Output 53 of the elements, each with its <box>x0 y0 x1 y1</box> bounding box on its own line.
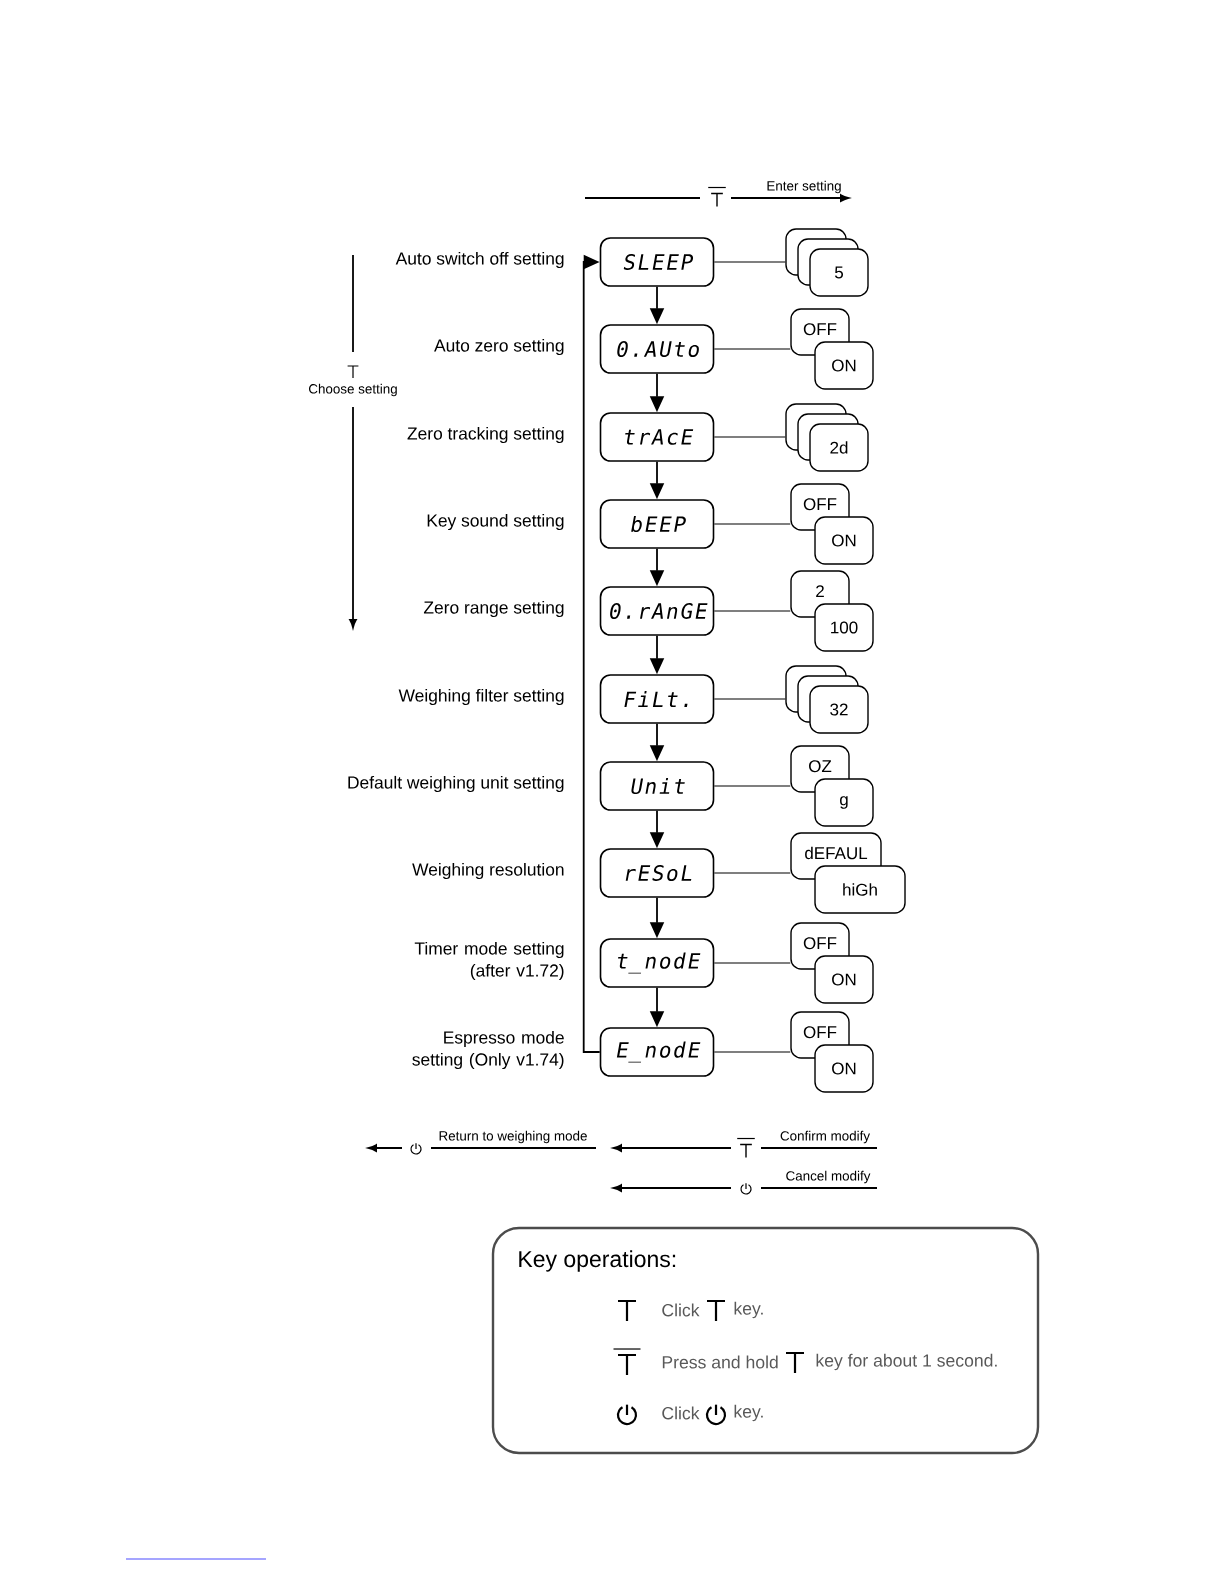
key-description: Press and hold <box>662 1355 778 1369</box>
caption-text: Cancel modify <box>786 1170 871 1184</box>
key-description: key for about 1 second. <box>816 1353 997 1371</box>
connector-line <box>713 348 791 350</box>
key-description: key. <box>734 1404 763 1422</box>
key-description: Click <box>662 1303 700 1317</box>
display-box: bEEP <box>599 499 715 549</box>
display-box: trAcE <box>599 412 715 462</box>
option-card: hiGh <box>814 865 906 914</box>
display-box: 0.rAnGE <box>599 586 715 636</box>
connector-line <box>713 698 786 700</box>
setting-label: Zero tracking setting <box>407 426 564 444</box>
setting-label: Weighing resolution <box>412 862 564 880</box>
caption-text: Enter setting <box>767 180 841 194</box>
display-box: SLEEP <box>599 237 715 287</box>
option-card: ON <box>814 516 874 565</box>
display-box: Unit <box>599 761 715 811</box>
setting-label: Auto switch off setting <box>395 251 564 269</box>
connector-line <box>713 962 791 964</box>
display-box: 0.AUto <box>599 324 715 374</box>
option-card: 5 <box>809 248 869 297</box>
caption-text: Choose setting <box>309 383 397 397</box>
connector-line <box>713 785 791 787</box>
caption-text: Confirm modify <box>780 1130 870 1144</box>
display-box: rESoL <box>599 848 715 898</box>
setting-label: Default weighing unit setting <box>348 775 564 793</box>
setting-label: Weighing filter setting <box>398 688 564 706</box>
setting-label: Key sound setting <box>427 513 564 531</box>
connector-line <box>713 872 791 874</box>
loop-arrow <box>582 254 601 1053</box>
caption-text: Return to weighing mode <box>439 1130 587 1144</box>
option-card: ON <box>814 955 874 1004</box>
option-card: 100 <box>814 603 874 652</box>
connector-line <box>713 1051 791 1053</box>
option-card: ON <box>814 341 874 390</box>
key-description: key. <box>734 1301 763 1319</box>
setting-label: Auto zero setting <box>434 338 564 356</box>
connector-line <box>713 436 786 438</box>
key-description: Click <box>662 1406 700 1420</box>
option-card: 32 <box>809 685 869 734</box>
setting-label: Timer mode setting (after v1.72) <box>414 941 564 981</box>
connector-line <box>713 610 791 612</box>
connector-line <box>713 523 791 525</box>
option-card: ON <box>814 1044 874 1093</box>
display-box: t_nodE <box>599 938 715 988</box>
setting-label: Espresso mode setting (Only v1.74) <box>412 1030 564 1070</box>
panel-heading: Key operations: <box>519 1250 676 1272</box>
display-box: E_nodE <box>599 1027 715 1077</box>
option-card: 2d <box>809 423 869 472</box>
connector-line <box>713 261 786 263</box>
setting-label: Zero range setting <box>423 600 564 618</box>
option-card: g <box>814 778 874 827</box>
display-box: FiLt. <box>599 674 715 724</box>
